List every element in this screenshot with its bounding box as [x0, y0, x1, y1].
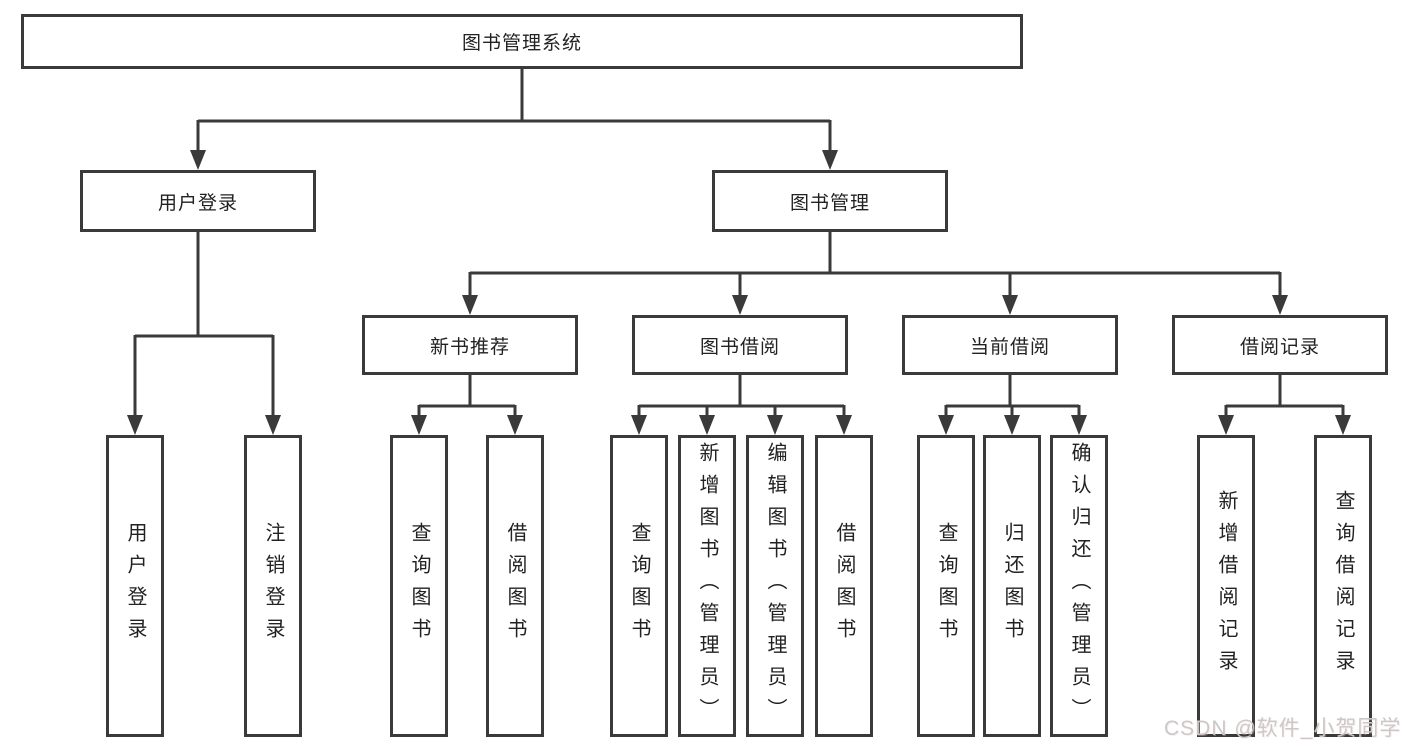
node-system-root: 图书管理系统 — [21, 14, 1023, 69]
csdn-watermark: CSDN @软件_小贺同学 — [1164, 717, 1402, 740]
leaf-label: 查询图书 — [628, 522, 650, 650]
node-label: 图书管理 — [789, 192, 870, 214]
leaf-confirm-return-admin: 确认归还（管理员） — [1050, 435, 1108, 737]
leaf-logout: 注销登录 — [244, 435, 302, 737]
node-current-borrowing: 当前借阅 — [902, 315, 1118, 375]
leaf-add-borrow-record: 新增借阅记录 — [1197, 435, 1255, 737]
node-label: 当前借阅 — [969, 336, 1050, 358]
leaf-query-books-current: 查询图书 — [917, 435, 975, 737]
leaf-return-books: 归还图书 — [983, 435, 1041, 737]
node-label: 图书借阅 — [699, 336, 780, 358]
node-label: 新书推荐 — [429, 336, 510, 358]
node-user-login: 用户登录 — [80, 170, 316, 232]
leaf-label: 新增借阅记录 — [1215, 490, 1237, 682]
leaf-query-books-borrow: 查询图书 — [610, 435, 668, 737]
leaf-label: 归还图书 — [1001, 522, 1023, 650]
leaf-query-borrow-record: 查询借阅记录 — [1314, 435, 1372, 737]
node-borrowing-records: 借阅记录 — [1172, 315, 1388, 375]
node-label: 用户登录 — [157, 192, 238, 214]
leaf-label: 注销登录 — [262, 522, 284, 650]
node-book-borrowing: 图书借阅 — [632, 315, 848, 375]
leaf-edit-books-admin: 编辑图书（管理员） — [746, 435, 804, 737]
node-new-book-recommend: 新书推荐 — [362, 315, 578, 375]
leaf-label: 编辑图书（管理员） — [764, 442, 786, 730]
node-label: 图书管理系统 — [461, 33, 582, 54]
leaf-borrow-books-newbook: 借阅图书 — [486, 435, 544, 737]
leaf-label: 借阅图书 — [833, 522, 855, 650]
leaf-query-books-newbook: 查询图书 — [390, 435, 448, 737]
leaf-user-login: 用户登录 — [106, 435, 164, 737]
leaf-label: 查询图书 — [408, 522, 430, 650]
leaf-borrow-books: 借阅图书 — [815, 435, 873, 737]
arrowheads — [127, 150, 1351, 435]
node-label: 借阅记录 — [1239, 336, 1320, 358]
leaf-label: 查询图书 — [935, 522, 957, 650]
leaf-label: 新增图书（管理员） — [696, 442, 718, 730]
leaf-add-books-admin: 新增图书（管理员） — [678, 435, 736, 737]
node-book-management: 图书管理 — [712, 170, 948, 232]
leaf-label: 借阅图书 — [504, 522, 526, 650]
leaf-label: 用户登录 — [124, 522, 146, 650]
leaf-label: 确认归还（管理员） — [1068, 442, 1090, 730]
leaf-label: 查询借阅记录 — [1332, 490, 1354, 682]
